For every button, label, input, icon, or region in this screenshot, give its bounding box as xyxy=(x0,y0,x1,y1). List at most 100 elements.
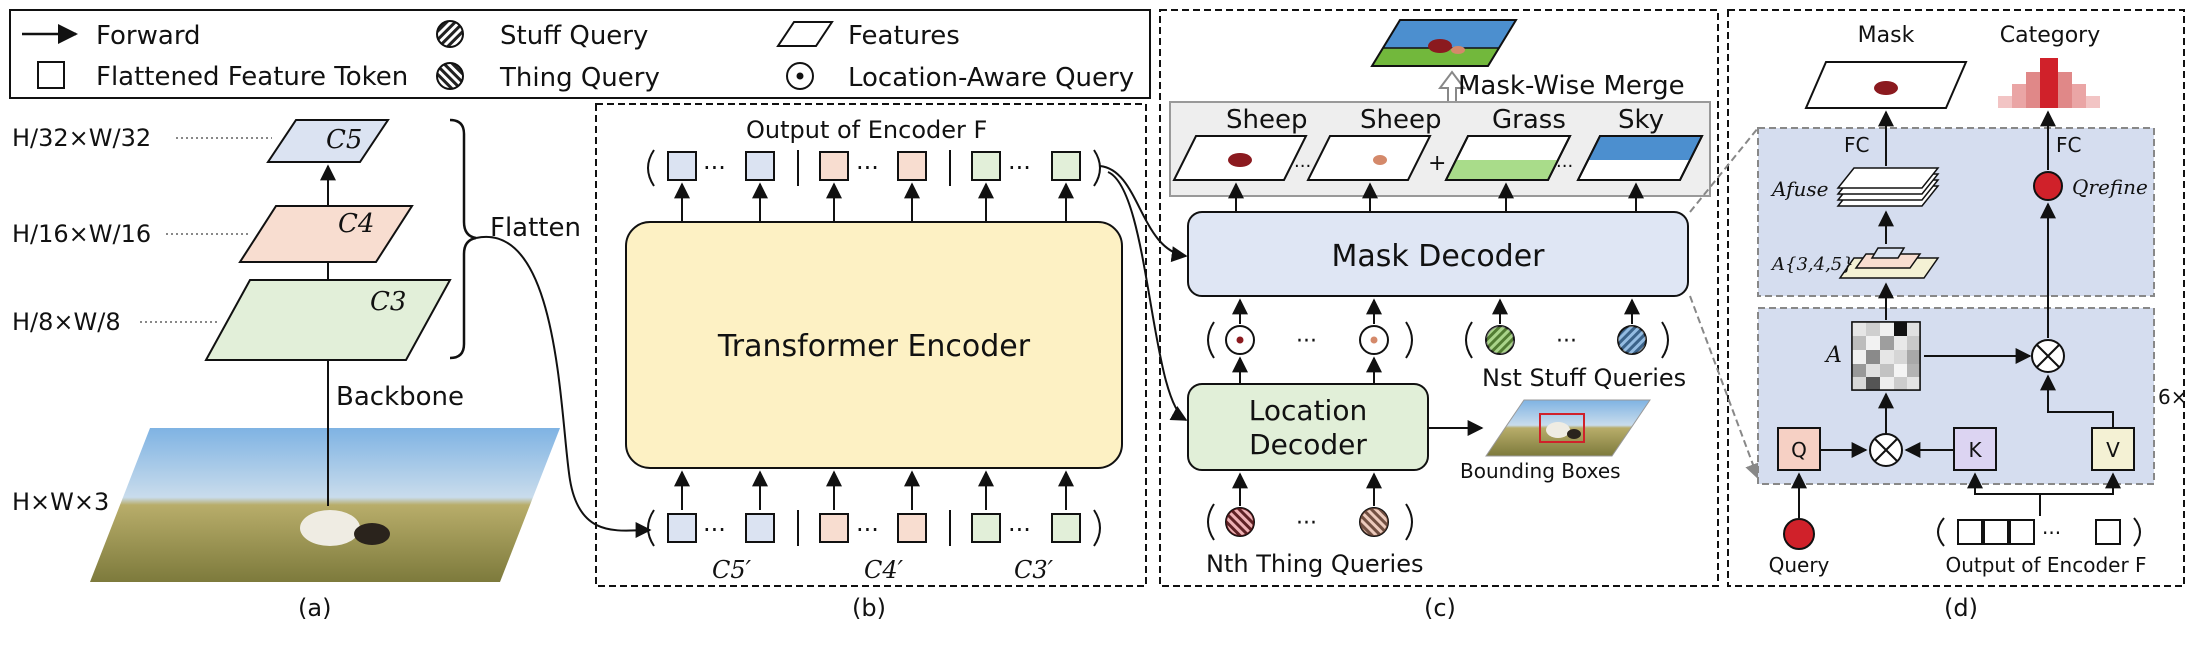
c4-label: C4 xyxy=(338,209,374,239)
merged-output xyxy=(1370,19,1518,67)
svg-text:···: ··· xyxy=(1296,511,1317,536)
svg-text:···: ··· xyxy=(703,154,726,182)
svg-text:···: ··· xyxy=(1008,154,1031,182)
k-box xyxy=(1953,427,1997,471)
a-fuse-label: Afuse xyxy=(1770,177,1828,201)
svg-text:···: ··· xyxy=(703,516,726,544)
caption-d: (d) xyxy=(1944,594,1978,622)
stuff-query-icon xyxy=(436,20,464,48)
mask-output xyxy=(1804,61,1968,109)
c4-feature xyxy=(238,205,414,263)
mask-decoder-output-arrows xyxy=(1228,182,1644,212)
encoder-label: Transformer Encoder xyxy=(717,329,1031,364)
multiply-node-bottom xyxy=(1869,433,1903,467)
mask-sky-thumb xyxy=(1576,135,1704,181)
input-image xyxy=(90,428,560,582)
svg-text:···: ··· xyxy=(1296,329,1317,354)
thing-queries-row: ··· xyxy=(1207,503,1413,541)
multiply-node-top xyxy=(2031,339,2065,373)
legend-forward: Forward xyxy=(96,21,201,51)
mask-dots-1: ··· xyxy=(1294,156,1311,177)
attention-matrix xyxy=(1851,321,1921,391)
refine-region xyxy=(1757,127,2155,297)
c5-label: C5 xyxy=(326,125,362,155)
caption-b: (b) xyxy=(852,594,886,622)
stuff-queries-row: ··· xyxy=(1465,321,1669,359)
stuff-queries-label: Nst Stuff Queries xyxy=(1482,364,1686,392)
legend-thing: Thing Query xyxy=(499,63,660,93)
mask-sheep-2-thumb xyxy=(1306,135,1432,181)
panel-c-border xyxy=(1159,9,1719,587)
legend-border xyxy=(9,9,1151,99)
a-fuse-stack xyxy=(1836,167,1940,207)
c3-feature xyxy=(204,279,452,361)
v-box xyxy=(2091,427,2135,471)
encoder-output-label-d: Output of Encoder F xyxy=(1945,553,2146,577)
k-label: K xyxy=(1968,438,1982,462)
panel-d: 6× Mask Category FC FC xyxy=(1689,9,2187,622)
svg-text:···: ··· xyxy=(1008,516,1031,544)
mask-grass-thumb xyxy=(1444,135,1572,181)
a-label: A xyxy=(1824,343,1842,368)
backbone-label: Backbone xyxy=(336,382,464,412)
v-label: V xyxy=(2106,438,2120,462)
mask-decoder-label: Mask Decoder xyxy=(1331,239,1545,274)
c5-feature xyxy=(266,119,390,163)
res16: H/16×W/16 xyxy=(12,220,151,248)
bottom-token-row: ··· ··· ··· xyxy=(647,509,1101,547)
thing-query-icon xyxy=(436,62,464,90)
fc1-label: FC xyxy=(1844,133,1869,157)
mask-title: Mask xyxy=(1858,23,1915,48)
mask-dots-2: ··· xyxy=(1556,156,1573,177)
legend-features: Features xyxy=(848,21,960,51)
token-icon xyxy=(37,61,65,89)
fc2-label: FC xyxy=(2056,133,2081,157)
location-decoder-arrows-up xyxy=(1232,356,1382,384)
query-to-decoder-arrows xyxy=(1232,298,1640,324)
zoom-line-bottom xyxy=(1689,295,1761,480)
category-histogram xyxy=(1998,58,2100,108)
thing-to-location-arrows xyxy=(1232,472,1382,506)
bbox-image xyxy=(1485,399,1651,457)
c5-prime: C5′ xyxy=(712,556,752,584)
location-decoder-label-1: Location xyxy=(1249,394,1367,427)
query-label: Query xyxy=(1769,553,1830,577)
location-queries-row: ··· xyxy=(1207,321,1413,359)
res32: H/32×W/32 xyxy=(12,124,151,152)
enc-to-location-decoder xyxy=(1107,171,1188,421)
top-token-row: ··· ··· ··· xyxy=(647,149,1101,187)
encoder-input-arrows xyxy=(674,470,1074,510)
a-345-label: A{3,4,5} xyxy=(1770,254,1854,275)
bbox-label: Bounding Boxes xyxy=(1460,459,1621,483)
mask-sheep-1-thumb xyxy=(1172,135,1308,181)
panel-c: Mask-Wise Merge Sheep Sheep Grass Sky ··… xyxy=(1159,9,1719,622)
flatten-label: Flatten xyxy=(490,213,581,243)
zoom-line-top xyxy=(1689,127,1759,213)
caption-c: (c) xyxy=(1424,594,1456,622)
encoder-output-arrows xyxy=(674,182,1074,222)
legend: Forward Flattened Feature Token Stuff Qu… xyxy=(9,9,1151,99)
c4-prime: C4′ xyxy=(864,556,904,584)
query-node xyxy=(1783,518,1815,550)
panel-b: Output of Encoder F ··· ··· ··· xyxy=(595,103,1188,622)
svg-text:···: ··· xyxy=(2042,521,2061,545)
panel-a: H×W×3 Backbone C3 H/8×W/8 C4 H/16×W/16 C… xyxy=(12,118,652,622)
mask-sheep-2: Sheep xyxy=(1360,105,1441,135)
c3-label: C3 xyxy=(370,287,406,317)
svg-text:···: ··· xyxy=(856,154,879,182)
transformer-encoder xyxy=(625,221,1123,469)
thing-queries-label: Nth Thing Queries xyxy=(1206,550,1424,578)
mask-plus: + xyxy=(1428,151,1446,176)
q-refine-node xyxy=(2033,171,2063,201)
category-title: Category xyxy=(2000,23,2101,48)
caption-a: (a) xyxy=(298,594,331,622)
legend-location: Location-Aware Query xyxy=(848,63,1134,93)
legend-stuff: Stuff Query xyxy=(500,21,648,51)
c3-prime: C3′ xyxy=(1014,556,1054,584)
flatten-brace xyxy=(449,118,477,360)
v-to-mult-arrow xyxy=(2040,374,2114,428)
merge-label: Mask-Wise Merge xyxy=(1458,71,1685,101)
encoder-output-tokens: ··· xyxy=(1937,517,2141,547)
res-img: H×W×3 xyxy=(12,488,109,516)
